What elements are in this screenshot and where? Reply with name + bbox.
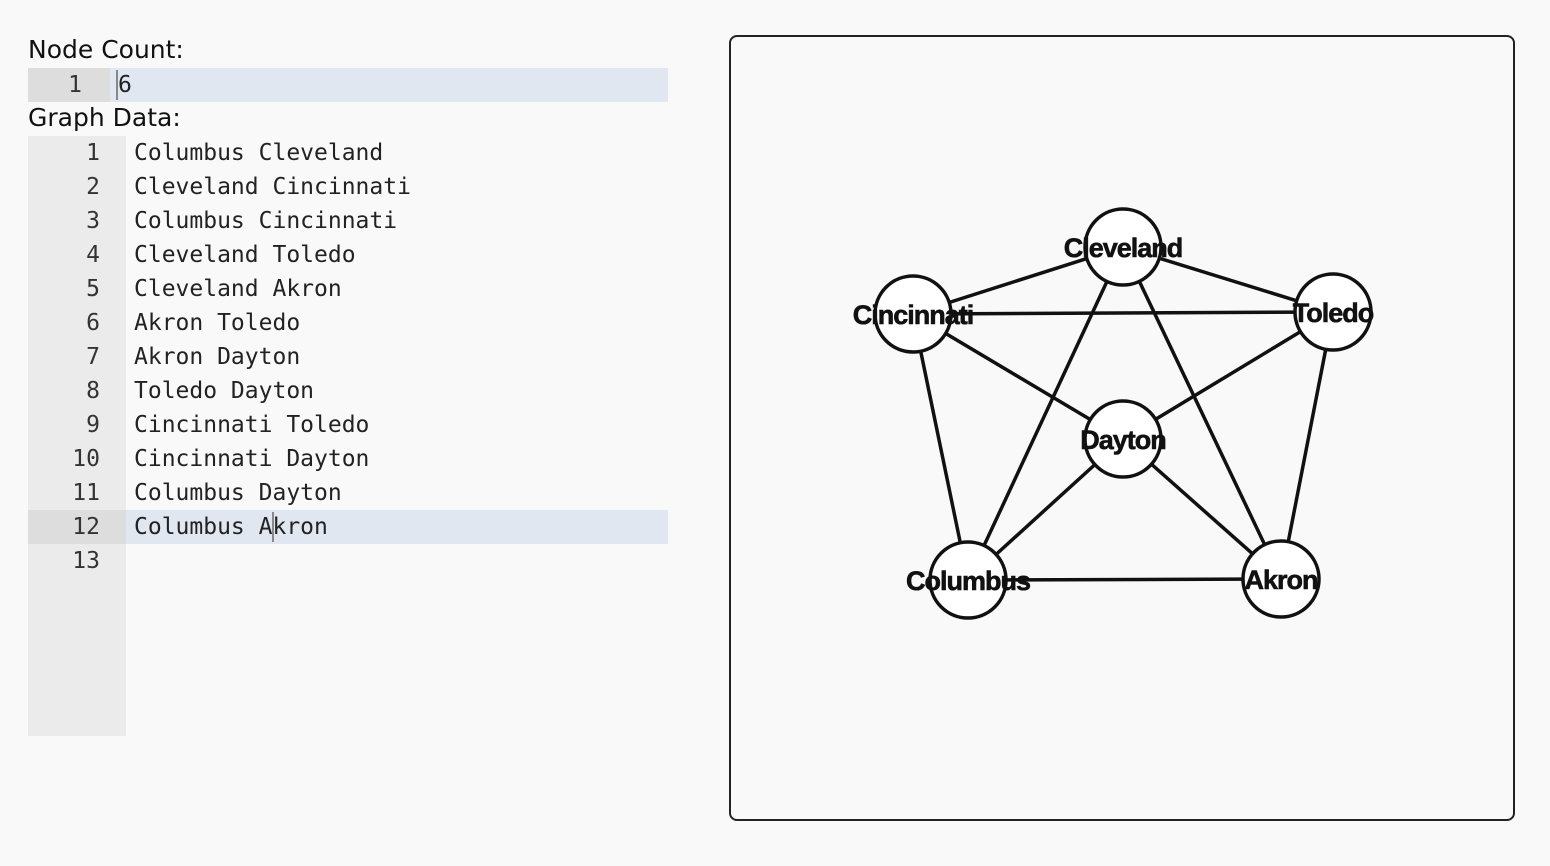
- editor-line[interactable]: 3 Columbus Cincinnati: [28, 204, 668, 238]
- graph-edge: [967, 577, 1282, 582]
- line-text[interactable]: Cleveland Toledo: [134, 242, 356, 268]
- line-number: 13: [72, 548, 100, 574]
- line-text[interactable]: Cincinnati Toledo: [134, 412, 370, 438]
- editor-line[interactable]: 7 Akron Dayton: [28, 340, 668, 374]
- line-number: 2: [86, 174, 100, 200]
- editor-line[interactable]: 13: [28, 544, 668, 578]
- line-text[interactable]: Columbus Cleveland: [134, 140, 384, 166]
- line-number: 11: [72, 480, 100, 506]
- graph-node-label: Cincinnati: [853, 300, 974, 330]
- line-text[interactable]: Cleveland Cincinnati: [134, 174, 411, 200]
- line-text[interactable]: Columbus Dayton: [134, 480, 342, 506]
- text-cursor: [271, 512, 274, 542]
- line-text[interactable]: Akron Dayton: [134, 344, 301, 370]
- graph-node-label: Dayton: [1080, 425, 1166, 455]
- editor-line[interactable]: 1 Columbus Cleveland: [28, 136, 668, 170]
- line-number: 4: [86, 242, 100, 268]
- graph-data-label: Graph Data:: [28, 103, 181, 132]
- editor-line[interactable]: 4 Cleveland Toledo: [28, 238, 668, 272]
- line-number: 3: [86, 208, 100, 234]
- graph-edge: [912, 310, 1334, 316]
- editor-line[interactable]: 1 6: [28, 68, 668, 102]
- editor-line[interactable]: 2 Cleveland Cincinnati: [28, 170, 668, 204]
- graph-node[interactable]: Cincinnati: [852, 274, 975, 354]
- line-text[interactable]: Toledo Dayton: [134, 378, 315, 404]
- editor-line[interactable]: 8 Toledo Dayton: [28, 374, 668, 408]
- graph-node-circle[interactable]: [873, 274, 953, 354]
- graph-edge: [1122, 310, 1334, 441]
- editor-line[interactable]: 12 Columbus Akron: [28, 510, 668, 544]
- editor-line[interactable]: 9 Cincinnati Toledo: [28, 408, 668, 442]
- graph-node-circle[interactable]: [1293, 272, 1373, 352]
- line-number: 7: [86, 344, 100, 370]
- graph-node-label: Akron: [1244, 565, 1317, 595]
- line-text[interactable]: Akron Toledo: [134, 310, 301, 336]
- graph-node-circle[interactable]: [1083, 399, 1163, 479]
- graph-edge: [1279, 311, 1335, 580]
- graph-edge: [966, 246, 1125, 581]
- graph-node[interactable]: Toledo: [1292, 272, 1375, 352]
- graph-node[interactable]: Cleveland: [1063, 207, 1184, 287]
- line-number: 1: [86, 140, 100, 166]
- graph-node-label: Toledo: [1293, 298, 1374, 328]
- graph-edge: [912, 312, 1124, 441]
- line-number: 1: [28, 68, 110, 102]
- line-number: 10: [72, 446, 100, 472]
- editor-line[interactable]: 11 Columbus Dayton: [28, 476, 668, 510]
- line-text[interactable]: Cincinnati Dayton: [134, 446, 370, 472]
- graph-edge: [911, 313, 970, 581]
- text-cursor: [116, 70, 118, 100]
- line-number: 5: [86, 276, 100, 302]
- graph-node-label: Columbus: [906, 566, 1030, 596]
- graph-node-circle[interactable]: [1083, 207, 1163, 287]
- node-count-editor[interactable]: 1 6: [28, 68, 668, 102]
- line-text[interactable]: 6: [118, 72, 132, 98]
- graph-node[interactable]: Akron: [1241, 539, 1321, 619]
- line-text[interactable]: Cleveland Akron: [134, 276, 342, 302]
- node-count-label: Node Count:: [28, 35, 184, 64]
- graph-node-circle[interactable]: [1241, 539, 1321, 619]
- graph-node[interactable]: Dayton: [1080, 399, 1167, 479]
- editor-line[interactable]: 5 Cleveland Akron: [28, 272, 668, 306]
- graph-node-circle[interactable]: [928, 540, 1008, 620]
- line-text[interactable]: Columbus Akron: [134, 514, 328, 540]
- graph-node-label: Cleveland: [1064, 233, 1183, 263]
- line-number: 12: [28, 510, 126, 544]
- line-text[interactable]: Columbus Cincinnati: [134, 208, 398, 234]
- line-number: 6: [86, 310, 100, 336]
- graph-node[interactable]: Columbus: [906, 540, 1031, 620]
- line-number: 9: [86, 412, 100, 438]
- line-number: 8: [86, 378, 100, 404]
- editor-line[interactable]: 10 Cincinnati Dayton: [28, 442, 668, 476]
- graph-data-editor[interactable]: 1 Columbus Cleveland 2 Cleveland Cincinnati…: [28, 136, 668, 736]
- graph-edge: [1121, 246, 1283, 580]
- editor-line[interactable]: 6 Akron Toledo: [28, 306, 668, 340]
- line-number-gutter: [28, 136, 126, 736]
